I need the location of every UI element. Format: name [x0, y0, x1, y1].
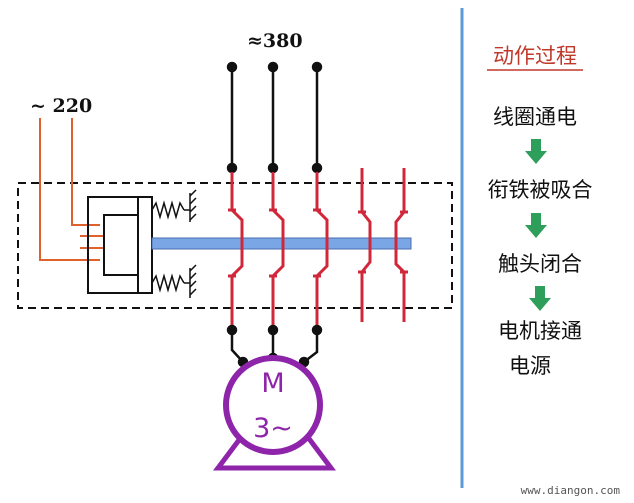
motor-lead-1 [230, 330, 244, 363]
motor-symbol: M [261, 368, 284, 399]
process-step-3: 触头闭合 [498, 252, 582, 276]
terminal-l1-mid [226, 162, 238, 174]
motor-circle [223, 355, 323, 455]
motor-leads [226, 324, 323, 368]
lower-spring [151, 273, 185, 293]
process-step-5: 电源 [509, 354, 551, 378]
terminal-l3-top [311, 61, 323, 73]
supply-lines [226, 61, 323, 174]
upper-spring [151, 200, 185, 220]
motor-lead-3 [303, 330, 319, 363]
aux-contact-nc [394, 168, 406, 322]
process-title: 动作过程 [493, 44, 577, 68]
armature-plate [137, 196, 153, 294]
main-contacts [228, 172, 329, 326]
main-contact-l3 [315, 172, 329, 326]
control-wires [39, 118, 104, 261]
springs [151, 189, 197, 298]
three-phase-voltage-label: ≈380 [247, 30, 303, 52]
terminal-l3-mid [311, 162, 323, 174]
control-wire-outer [39, 118, 100, 261]
terminal-l2-mid [267, 162, 279, 174]
core-inner [103, 214, 139, 276]
motor: M 3~ [213, 355, 336, 471]
control-voltage-label: ~ 220 [30, 95, 92, 117]
control-wire-inner [71, 118, 100, 226]
aux-contact-no [360, 168, 372, 322]
terminal-l2-top [267, 61, 279, 73]
electromagnet [87, 196, 153, 294]
down-arrow-icon [529, 286, 551, 311]
process-panel: 动作过程 线圈通电 衔铁被吸合 触头闭合 电机接通 电源 [487, 44, 593, 378]
process-step-1: 线圈通电 [493, 105, 577, 129]
main-contact-l1 [230, 172, 244, 326]
main-contact-l2 [271, 172, 285, 326]
motor-phase-label: 3~ [253, 413, 293, 444]
contactor-enclosure [17, 182, 453, 309]
down-arrow-icon [525, 139, 547, 164]
process-step-2: 衔铁被吸合 [488, 178, 593, 202]
terminal-l1-top [226, 61, 238, 73]
process-step-4: 电机接通 [498, 319, 582, 343]
core-outer [87, 196, 139, 294]
auxiliary-contacts [358, 168, 408, 322]
down-arrow-icon [525, 213, 547, 238]
watermark: www.diangon.com [521, 484, 621, 497]
